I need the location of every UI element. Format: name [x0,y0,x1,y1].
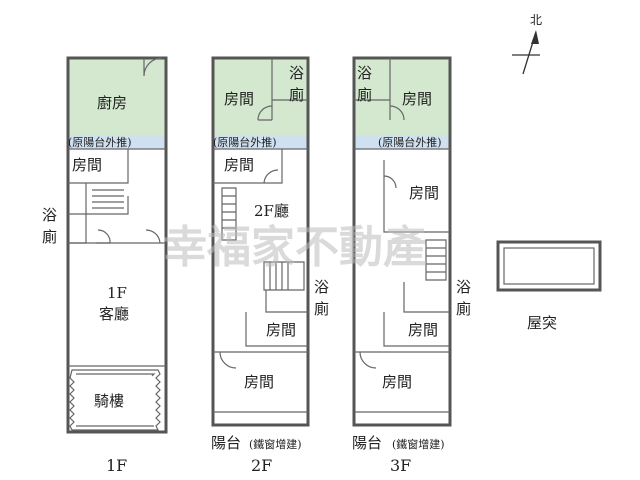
bath-label-top: 浴 [357,64,372,82]
room-top-area [213,58,308,135]
room-front-label: 房間 [382,373,412,391]
bath-wall [403,282,450,313]
room-top-label: 房間 [402,90,432,108]
stairs-1f [92,189,124,209]
extension-strip-1f [68,135,166,149]
door-arc [143,57,163,77]
roof-inner [503,247,595,285]
balcony-label: 陽台 [352,434,382,452]
arcade-label: 騎樓 [94,392,124,410]
extension-label: (原陽台外推) [378,135,442,149]
compass: 北 [512,13,542,75]
room-mid-wall [383,160,450,233]
balcony-note: (鐵窗增建) [249,437,302,451]
balcony-label: 陽台 [211,434,241,452]
stairs-2f-a [221,187,237,241]
floor-label-2f: 2F [251,456,272,475]
room-mid-label: 房間 [409,184,439,202]
door-arc [359,351,377,369]
room-wall [213,149,283,184]
room-divider [354,58,391,120]
bath-label-bottom: 廁 [42,228,57,246]
living-label-2: 客廳 [99,305,129,323]
door-arc [257,105,273,121]
bath2-label-bottom: 廁 [314,300,329,318]
extension-strip-3f [354,135,450,149]
stair-wall [85,183,129,215]
watermark: 幸福家不動產 [163,222,427,273]
door-arc [128,229,166,244]
room-top-area [354,58,450,135]
roof-label: 屋突 [527,314,557,332]
kitchen-label: 廚房 [97,94,127,112]
room-small-wall [245,312,308,347]
arcade-inner [76,373,156,427]
floor-3f: 浴 廁 房間 (原陽台外推) 房間 浴 廁 房間 房間 陽台 (鐵窗增建) 3F [352,56,471,475]
bath-label-top: 浴 [289,64,304,82]
room-top-label: 房間 [224,90,254,108]
floor-label-1f: 1F [106,456,127,475]
compass-label: 北 [530,13,542,27]
bath-label-bottom: 廁 [357,86,372,104]
room-front-label: 房間 [244,373,274,391]
stairs-2f-b [263,261,305,291]
bath-wall [265,290,308,313]
hall-label: 2F廳 [254,202,289,220]
room-small-wall [383,312,450,347]
floor-label-3f: 3F [390,456,411,475]
stairs-3f [425,239,447,281]
extension-label: (原陽台外推) [213,135,277,149]
outer-wall-2f [211,56,310,427]
floor-2f: 房間 浴 廁 (原陽台外推) 房間 2F廳 浴 廁 房間 房間 陽台 (鐵窗增建… [211,56,329,475]
bath2-label-top: 浴 [314,278,329,296]
floor-1f: 廚房 (原陽台外推) 房間 浴 廁 1F 客廳 騎樓 1F [42,56,168,475]
extension-strip-2f [213,135,308,149]
door-arc [389,105,405,121]
room-wall [68,149,129,184]
bath-label-top: 浴 [42,206,57,224]
room-label: 房間 [72,156,102,174]
bath2-label-top: 浴 [456,278,471,296]
door-arc [219,351,237,369]
room-small-label: 房間 [266,321,296,339]
living-label-1: 1F [107,284,127,302]
balcony-note: (鐵窗增建) [392,437,445,451]
room-mid-label: 房間 [224,156,254,174]
roof-protrusion: 屋突 [496,240,602,332]
room-small-label: 房間 [408,321,438,339]
outer-wall-3f [352,56,452,427]
extension-label: (原陽台外推) [68,135,132,149]
room-divider [271,58,308,120]
door-arc [96,229,111,244]
kitchen-area [68,58,166,135]
door-arc [263,169,279,184]
bath2-label-bottom: 廁 [456,300,471,318]
outer-wall-1f [66,56,168,434]
door-arc [383,175,397,189]
bath-wall [68,213,87,244]
north-arrow-icon [531,30,539,44]
bath-label-bottom: 廁 [289,86,304,104]
arcade-zigzag [69,369,161,431]
roof-outer [496,240,602,292]
